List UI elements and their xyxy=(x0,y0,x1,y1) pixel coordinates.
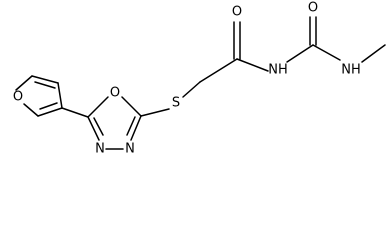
bond-s-ch2 xyxy=(182,81,201,98)
bond-ch2-carbonyl xyxy=(199,58,238,83)
bond-urea-c-nh xyxy=(312,44,341,61)
bond-oxa-o1-c5 xyxy=(121,96,142,117)
bond-oxa-n3-c2-inner xyxy=(93,117,104,136)
bond-furan-c2-c3-inner xyxy=(34,81,56,89)
bond-nh-methyl xyxy=(361,44,386,63)
bond-nh-urea-c xyxy=(286,44,314,63)
molecule-structure: O O N N S O NH O NH xyxy=(13,1,386,157)
bond-oxa-n3-c2 xyxy=(87,116,100,141)
furan-ring xyxy=(15,75,63,117)
atom-carbonyl-oxygen-acyl: O xyxy=(232,5,242,20)
atom-imide-nh: NH xyxy=(268,63,288,78)
bond-furan-o-c2 xyxy=(15,75,33,91)
bond-furan-c5-o xyxy=(23,103,39,117)
atom-oxadiazole-n3: N xyxy=(95,142,105,157)
atom-methylamine-nh: NH xyxy=(341,63,361,78)
atom-furan-oxygen: O xyxy=(13,90,23,105)
bond-furan-oxadiazole xyxy=(61,107,89,118)
atom-carbonyl-oxygen-urea: O xyxy=(308,1,318,16)
oxadiazole-ring xyxy=(87,96,142,150)
bond-furan-c4-c5-inner xyxy=(39,102,58,110)
bond-furan-c2-c3 xyxy=(31,75,59,84)
bond-c5-s xyxy=(140,108,170,117)
bond-furan-c3-c4 xyxy=(57,82,63,109)
bond-oxa-c5-n4 xyxy=(130,115,142,141)
atom-oxadiazole-oxygen: O xyxy=(110,86,120,101)
bond-furan-c4-c5 xyxy=(37,107,63,117)
atom-labels: O O N N S O NH O NH xyxy=(13,1,361,157)
atom-oxadiazole-n4: N xyxy=(125,142,135,157)
bond-oxa-c5-n4-inner xyxy=(126,116,136,136)
atom-sulfur: S xyxy=(172,96,180,111)
bond-oxa-c2-o1 xyxy=(87,96,109,118)
bond-acyl-c-nh xyxy=(236,58,269,72)
